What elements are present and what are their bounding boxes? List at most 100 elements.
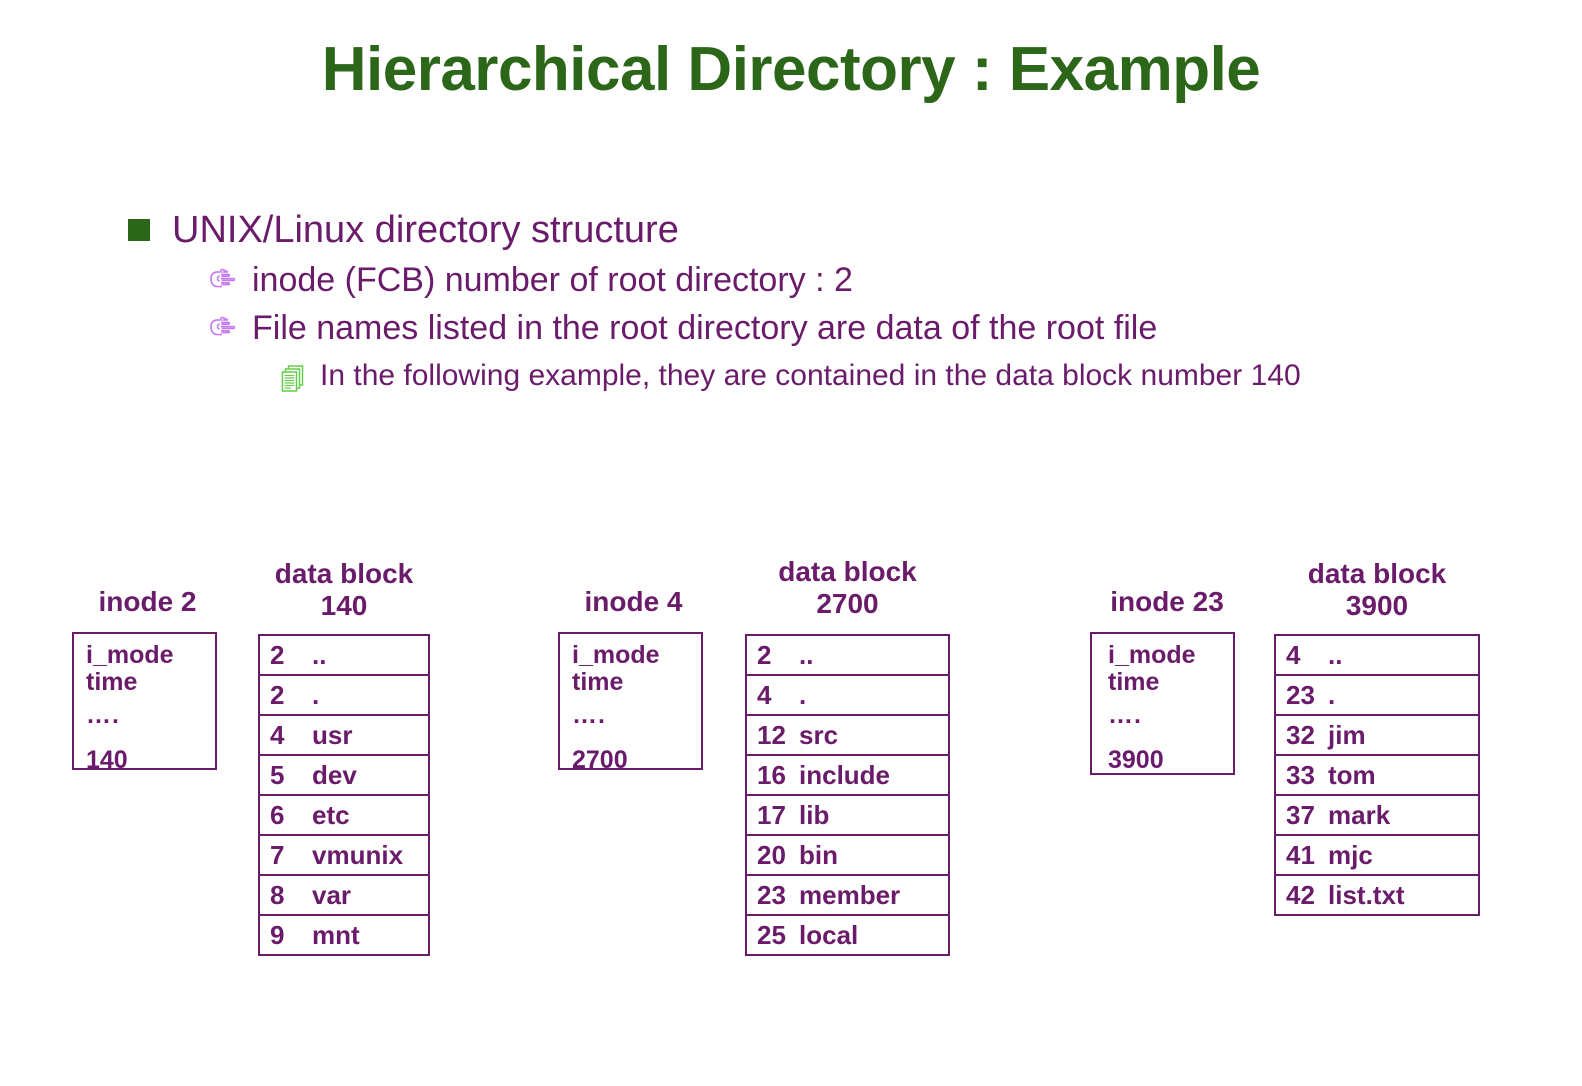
entry-name: .	[1328, 679, 1336, 710]
data-block-3900-caption-line1: data block	[1307, 558, 1447, 589]
entry-name: include	[799, 759, 891, 790]
entry-inode: 4	[757, 679, 772, 710]
entry-name: etc	[312, 799, 350, 830]
inode-23-line-block-pointer: 3900	[1108, 746, 1164, 774]
inode-4-line-block-pointer: 2700	[572, 746, 628, 774]
inode-4-box: i_mode time …. 2700	[558, 632, 703, 774]
table-row: 41 mjc	[1276, 836, 1478, 876]
table-row: 17 lib	[747, 796, 948, 836]
entry-name: list.txt	[1328, 879, 1405, 910]
entry-name: .	[799, 679, 807, 710]
entry-name: mnt	[312, 919, 360, 950]
data-block-2700-caption: data block 2700	[745, 556, 950, 620]
entry-inode: 9	[270, 919, 285, 950]
table-row: 5 dev	[260, 756, 428, 796]
entry-inode: 8	[270, 879, 285, 910]
entry-name: var	[312, 879, 352, 910]
table-row: 9 mnt	[260, 916, 428, 956]
green-square-bullet-icon	[128, 219, 150, 241]
table-row: 7 vmunix	[260, 836, 428, 876]
data-block-140-table: 2 .. 2 . 4 usr 5 dev 6 etc 7 vmunix	[258, 634, 430, 956]
bullet-item-3: File names listed in the root directory …	[208, 308, 1548, 348]
table-row: 37 mark	[1276, 796, 1478, 836]
table-row: 4 .	[747, 676, 948, 716]
inode-23-line-time: time	[1108, 668, 1160, 696]
table-row: 20 bin	[747, 836, 948, 876]
entry-name: jim	[1328, 719, 1366, 750]
pointing-hand-icon	[208, 268, 236, 298]
table-row: 32 jim	[1276, 716, 1478, 756]
inode-2-box: i_mode time …. 140	[72, 632, 217, 774]
entry-inode: 32	[1286, 719, 1315, 750]
entry-name: local	[799, 919, 859, 950]
table-row: 25 local	[747, 916, 948, 956]
inode-4-line-ellipsis: ….	[572, 701, 606, 729]
bullet-item-2-label: inode (FCB) number of root directory : 2	[252, 261, 853, 299]
entry-inode: 12	[757, 719, 786, 750]
table-row: 23 member	[747, 876, 948, 916]
entry-name: dev	[312, 759, 357, 790]
bullet-item-2: inode (FCB) number of root directory : 2	[208, 260, 1548, 300]
entry-inode: 2	[270, 639, 285, 670]
table-row: 33 tom	[1276, 756, 1478, 796]
entry-inode: 4	[1286, 639, 1301, 670]
inode-2-line-imode: i_mode	[86, 641, 174, 669]
data-block-3900-table: 4 .. 23 . 32 jim 33 tom 37 mark 41 mjc	[1274, 634, 1480, 916]
inode-23-box: i_mode time …. 3900	[1090, 632, 1235, 775]
data-block-3900-caption: data block 3900	[1274, 558, 1480, 622]
page-title: Hierarchical Directory : Example	[321, 35, 1261, 104]
inode-2-line-block-pointer: 140	[86, 746, 128, 774]
inode-2-caption: inode 2	[98, 586, 197, 617]
bullet-item-1: UNIX/Linux directory structure	[128, 208, 1548, 252]
entry-name: lib	[799, 799, 830, 830]
table-row: 8 var	[260, 876, 428, 916]
entry-name: usr	[312, 719, 353, 750]
data-block-2700-caption-line1: data block	[778, 556, 917, 587]
entry-name: mark	[1328, 799, 1391, 830]
entry-name: ..	[312, 639, 327, 670]
data-block-3900-caption-line2: 3900	[1345, 590, 1409, 621]
bullet-list: UNIX/Linux directory structure inode (FC…	[128, 208, 1548, 402]
entry-name: mjc	[1328, 839, 1373, 870]
bullet-item-4: In the following example, they are conta…	[280, 358, 1548, 394]
inode-4-caption: inode 4	[584, 586, 683, 617]
inode-23-line-ellipsis: ….	[1108, 701, 1142, 729]
data-block-140-caption-line2: 140	[320, 590, 368, 621]
entry-inode: 5	[270, 759, 285, 790]
bullet-item-1-label: UNIX/Linux directory structure	[172, 209, 679, 251]
entry-name: tom	[1328, 759, 1376, 790]
bullet-item-4-label: In the following example, they are conta…	[320, 359, 1301, 392]
entry-inode: 41	[1286, 839, 1315, 870]
pointing-hand-icon	[208, 316, 236, 346]
inode-2-line-ellipsis: ….	[86, 701, 120, 729]
entry-inode: 17	[757, 799, 786, 830]
entry-name: member	[799, 879, 901, 910]
entry-inode: 37	[1286, 799, 1315, 830]
entry-inode: 25	[757, 919, 786, 950]
entry-inode: 2	[757, 639, 772, 670]
entry-inode: 42	[1286, 879, 1315, 910]
documents-stack-icon	[280, 364, 306, 394]
entry-name: ..	[799, 639, 814, 670]
table-row: 23 .	[1276, 676, 1478, 716]
entry-inode: 23	[1286, 679, 1315, 710]
entry-inode: 23	[757, 879, 786, 910]
inode-23-caption: inode 23	[1110, 586, 1224, 617]
data-block-140-caption-line1: data block	[274, 558, 414, 589]
entry-name: bin	[799, 839, 838, 870]
inode-4-line-time: time	[572, 668, 624, 696]
table-row: 2 ..	[260, 636, 428, 676]
inode-23-line-imode: i_mode	[1108, 641, 1196, 669]
entry-inode: 16	[757, 759, 786, 790]
entry-inode: 6	[270, 799, 285, 830]
entry-name: vmunix	[312, 839, 404, 870]
table-row: 2 .	[260, 676, 428, 716]
entry-inode: 20	[757, 839, 786, 870]
entry-inode: 33	[1286, 759, 1315, 790]
entry-inode: 4	[270, 719, 285, 750]
inode-4-line-imode: i_mode	[572, 641, 660, 669]
inode-2-line-time: time	[86, 668, 138, 696]
table-row: 2 ..	[747, 636, 948, 676]
entry-inode: 7	[270, 839, 285, 870]
